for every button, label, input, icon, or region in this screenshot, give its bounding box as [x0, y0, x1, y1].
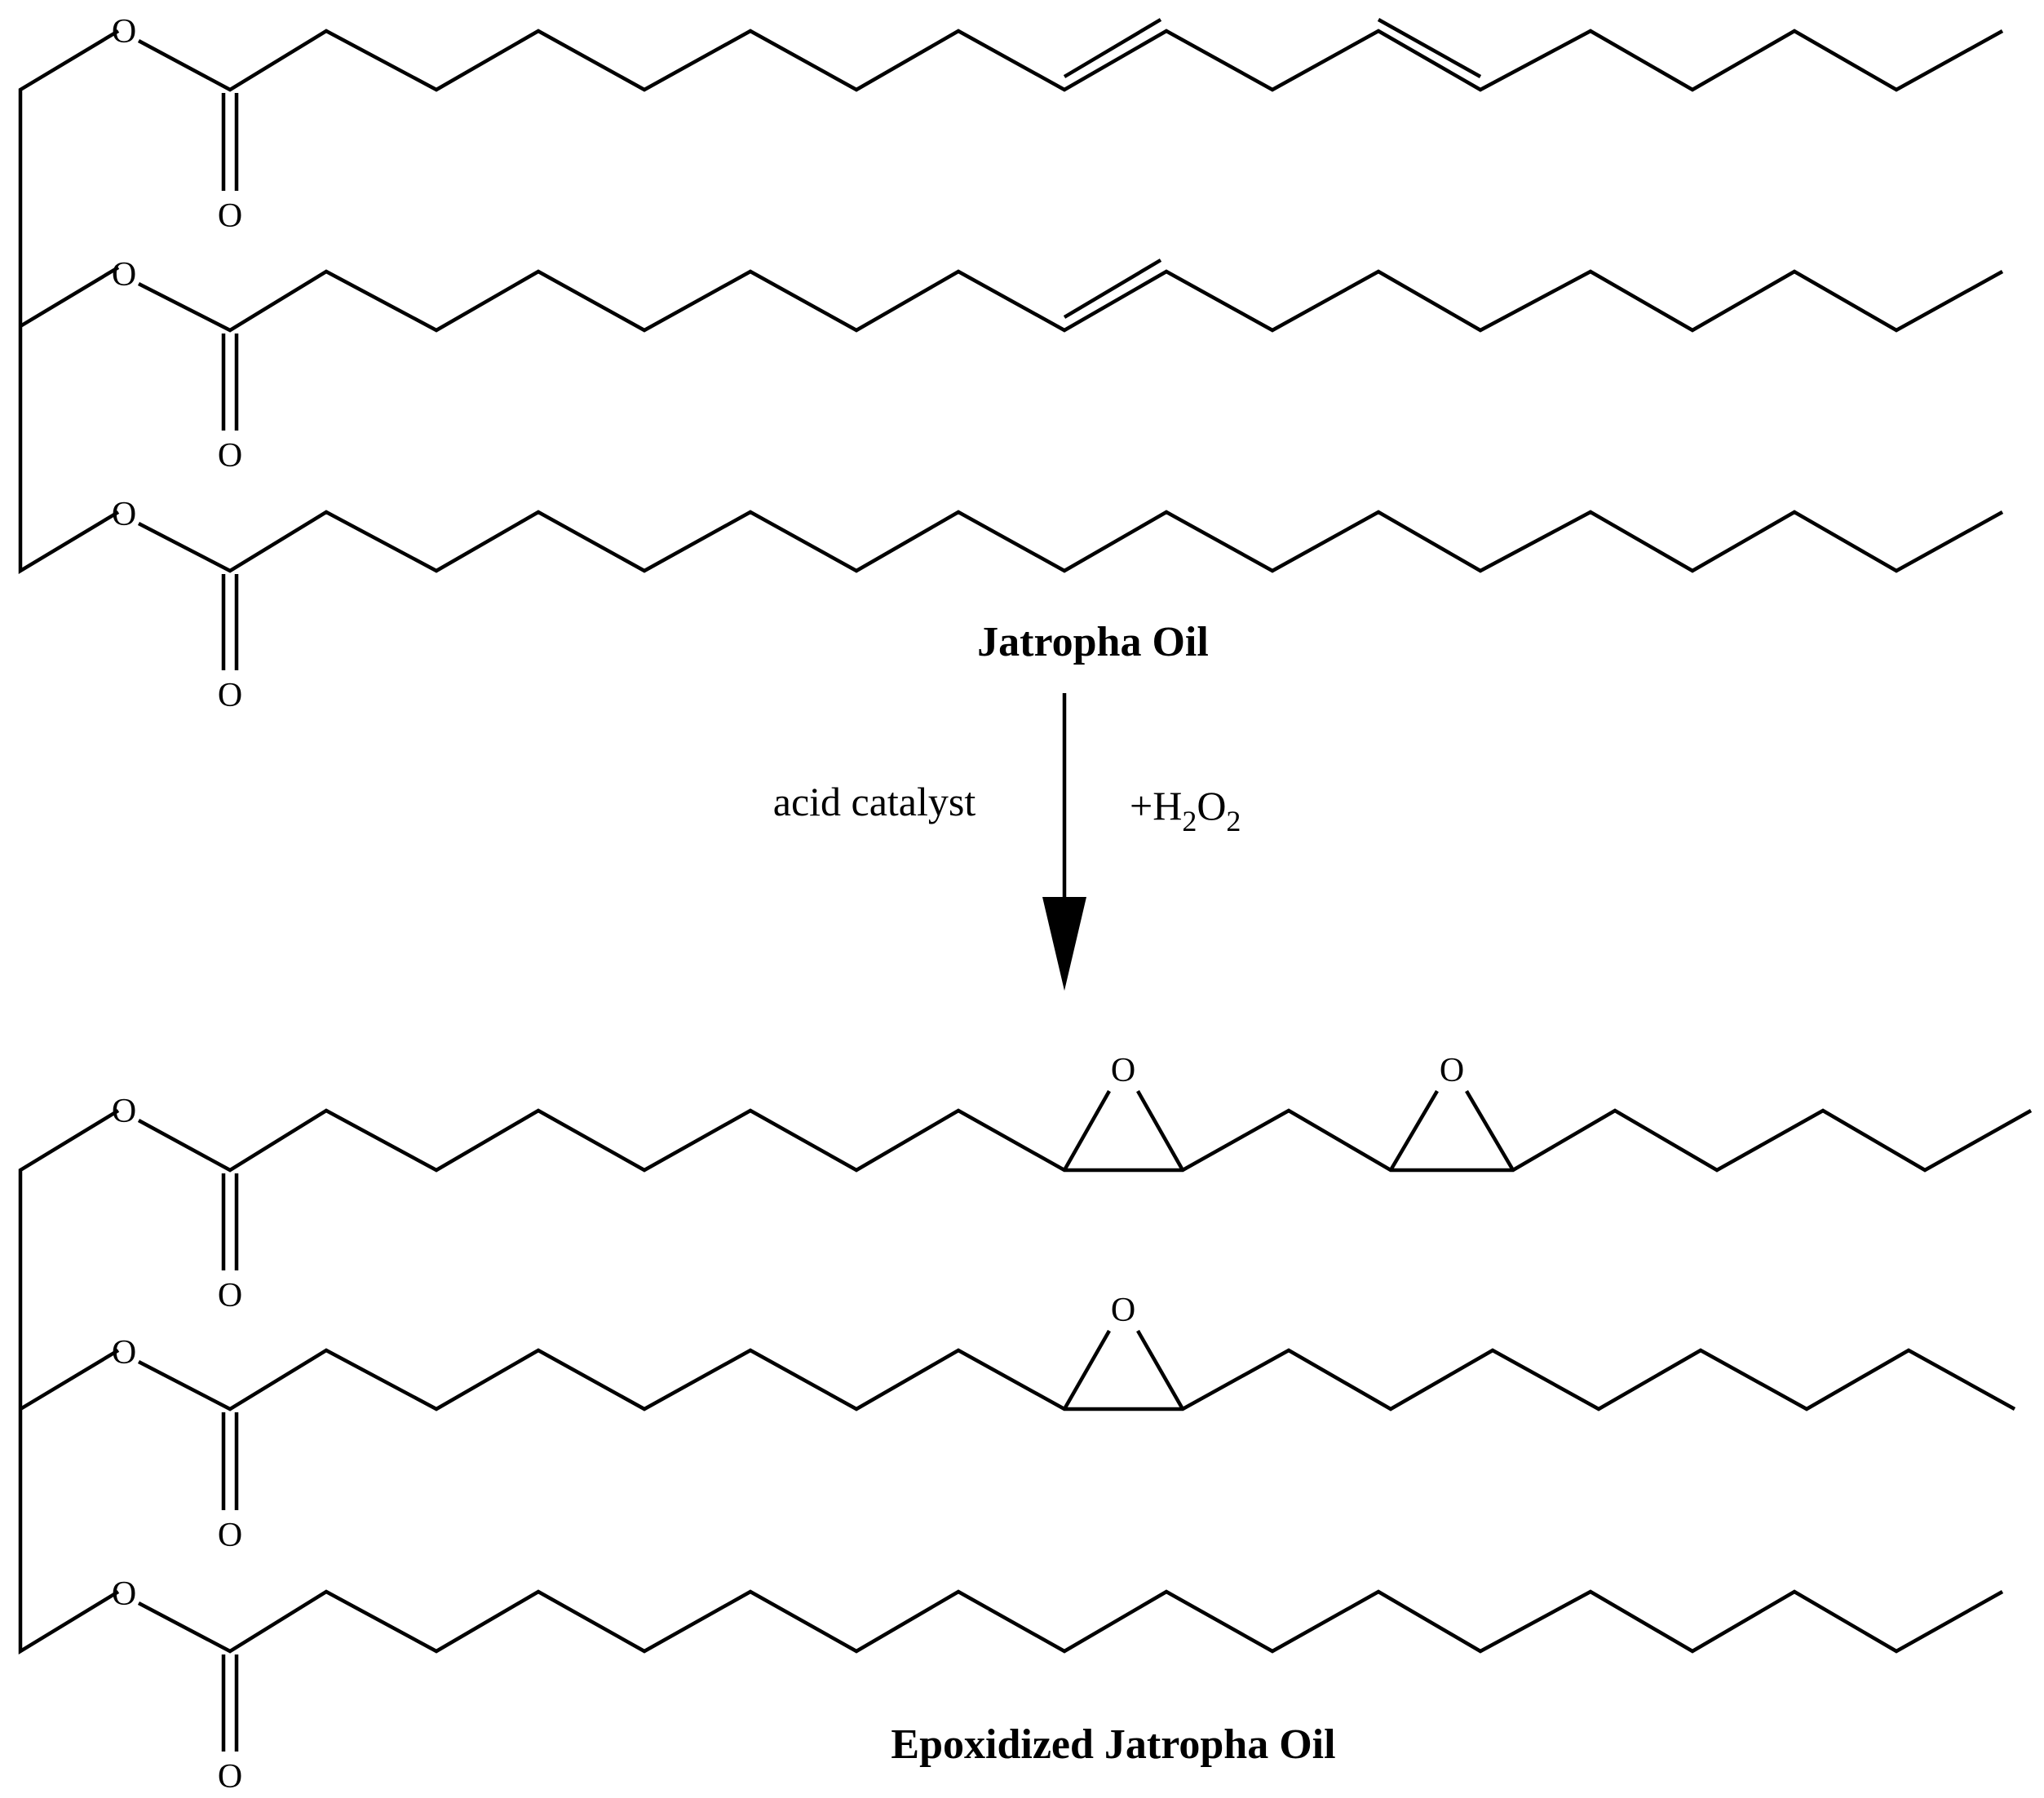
ester-oxygen: O: [112, 1575, 136, 1613]
carbonyl-oxygen: O: [218, 1758, 242, 1794]
acyl-chain: [137, 29, 2004, 92]
ester-oxygen: O: [112, 496, 136, 533]
ester-oxygen: O: [112, 1334, 136, 1372]
epoxide-bond: [1136, 1089, 1184, 1172]
carbonyl-oxygen: O: [218, 677, 242, 714]
glycerol-backbone: [18, 29, 120, 574]
epoxide-oxygen: O: [1440, 1052, 1464, 1089]
epoxide-ring: O: [1389, 1052, 1515, 1172]
ester-oxygen: O: [112, 13, 136, 51]
product-chain-3: O O: [112, 1575, 2004, 1796]
reactant-chain-3: O O: [112, 496, 2004, 714]
epoxide-bond: [1063, 1089, 1111, 1172]
epoxidized-jatropha-oil-structure: O O O O O: [18, 1052, 2033, 1796]
acyl-chain: [137, 510, 2004, 573]
glycerol-middle-bond: [19, 1349, 120, 1411]
reactant-chain-2: O O: [112, 256, 2004, 475]
epoxide-bond: [1136, 1329, 1184, 1411]
ester-oxygen: O: [112, 256, 136, 294]
acyl-chain: [137, 1108, 2033, 1173]
epoxide-oxygen: O: [1111, 1292, 1135, 1329]
epoxide-bond: [1063, 1329, 1111, 1411]
epoxide-ring: O: [1063, 1292, 1184, 1411]
catalyst-label: acid catalyst: [773, 779, 976, 824]
epoxide-bond: [1465, 1089, 1515, 1172]
epoxide-oxygen: O: [1111, 1052, 1135, 1089]
product-name: Epoxidized Jatropha Oil: [891, 1721, 1335, 1768]
reactant-name: Jatropha Oil: [977, 619, 1209, 665]
arrow-head: [1042, 897, 1086, 991]
glycerol-middle-bond: [19, 266, 120, 328]
carbonyl-oxygen: O: [218, 1517, 242, 1554]
ester-oxygen: O: [112, 1093, 136, 1130]
carbonyl-oxygen: O: [218, 1277, 242, 1314]
acyl-chain: [137, 1348, 2016, 1411]
jatropha-oil-structure: O O O O O: [18, 13, 2004, 714]
carbonyl-oxygen: O: [218, 197, 242, 235]
product-chain-1: O O O O: [112, 1052, 2033, 1314]
reagent-label: +H2O2: [1130, 783, 1241, 837]
reactant-chain-1: O O: [112, 13, 2004, 235]
reaction-arrow: [1042, 693, 1086, 991]
epoxide-bond: [1389, 1089, 1439, 1172]
acyl-chain: [137, 269, 2004, 333]
double-bond-line: [1063, 258, 1162, 319]
carbonyl-oxygen: O: [218, 437, 242, 475]
acyl-chain: [137, 1589, 2004, 1654]
product-chain-2: O O O: [112, 1292, 2016, 1554]
epoxide-ring: O: [1063, 1052, 1184, 1172]
double-bond-line: [1063, 18, 1162, 78]
double-bond-line: [1377, 18, 1482, 78]
